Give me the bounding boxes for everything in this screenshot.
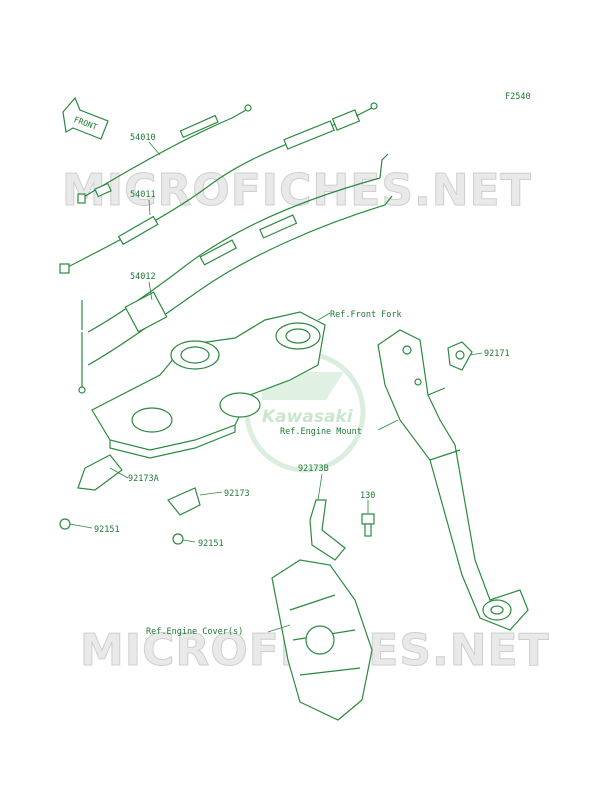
engine-mount-bracket	[377, 329, 529, 631]
handlebar-clamp	[91, 311, 326, 459]
ref-engine-cover: Ref.Engine Cover(s)	[146, 627, 243, 637]
bolt-92151-b	[172, 533, 184, 545]
part-label-92151-b: 92151	[198, 539, 224, 549]
cable-54011	[59, 102, 378, 274]
figure-code: F2540	[505, 92, 531, 102]
part-label-92173A: 92173A	[128, 474, 159, 484]
part-label-54012: 54012	[130, 272, 156, 282]
part-label-54010: 54010	[130, 133, 156, 143]
part-label-54011: 54011	[130, 190, 156, 200]
engine-cover	[271, 559, 373, 721]
clamp-92171	[447, 341, 473, 371]
part-label-130: 130	[360, 491, 375, 501]
front-arrow-icon: FRONT	[62, 96, 109, 140]
ref-front-fork: Ref.Front Fork	[330, 310, 402, 320]
svg-text:Kawasaki: Kawasaki	[262, 407, 354, 427]
bracket-92173	[167, 487, 201, 516]
part-label-92151-a: 92151	[94, 525, 120, 535]
bracket-92173A	[77, 454, 123, 491]
bolt-92151-a	[59, 518, 71, 530]
part-label-92173: 92173	[224, 489, 250, 499]
bracket-92173B	[309, 499, 346, 561]
part-label-92173B: 92173B	[298, 464, 329, 474]
part-label-92171: 92171	[484, 349, 510, 359]
cable-54012	[78, 153, 393, 394]
cable-54010	[77, 104, 252, 204]
watermark-top: MICROFICHES.NET	[62, 165, 532, 216]
ref-engine-mount: Ref.Engine Mount	[280, 427, 362, 437]
bolt-130	[361, 513, 375, 537]
